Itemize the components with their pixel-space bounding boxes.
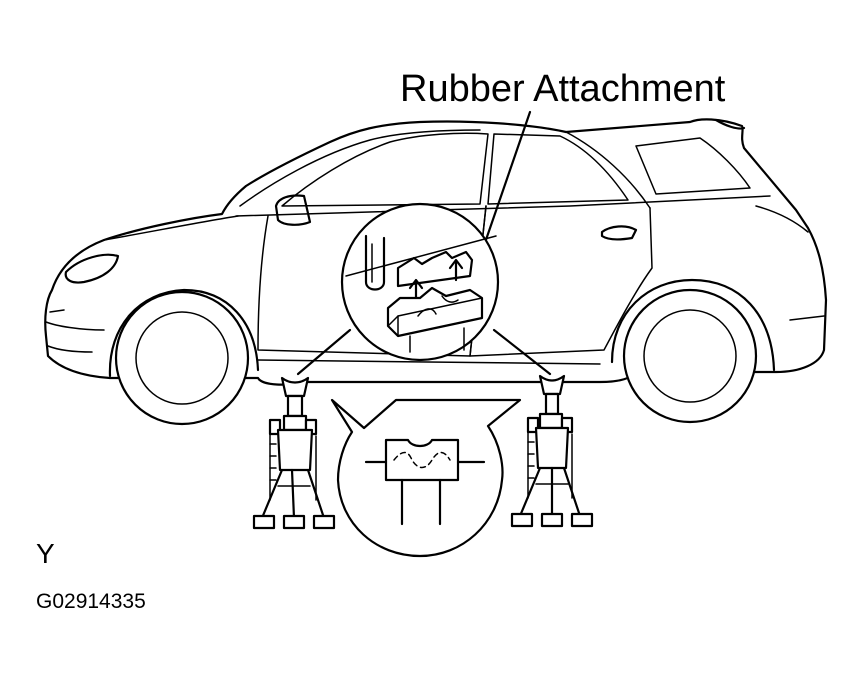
car-body — [44, 118, 828, 426]
rubber-attachment-detail-icon — [296, 202, 552, 376]
right-jack-stand-icon — [510, 374, 594, 528]
view-letter: Y — [36, 538, 55, 569]
rubber-attachment-label: Rubber Attachment — [400, 68, 726, 110]
stand-saddle-detail-icon — [330, 398, 522, 558]
left-jack-stand-icon — [252, 376, 336, 530]
figure-code: G02914335 — [36, 590, 146, 613]
